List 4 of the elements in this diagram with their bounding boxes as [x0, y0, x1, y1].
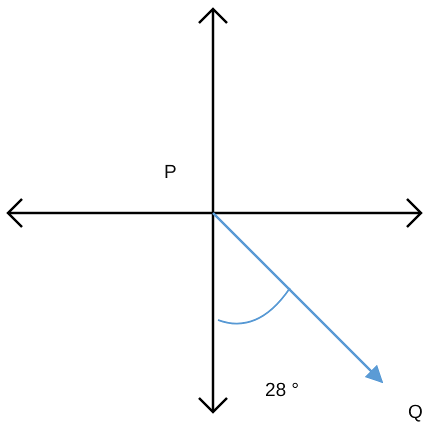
point-label: Q: [408, 402, 423, 424]
vector-arrow: [212, 212, 384, 384]
point-label: P: [164, 162, 177, 184]
angle-label: 28 °: [265, 380, 300, 402]
